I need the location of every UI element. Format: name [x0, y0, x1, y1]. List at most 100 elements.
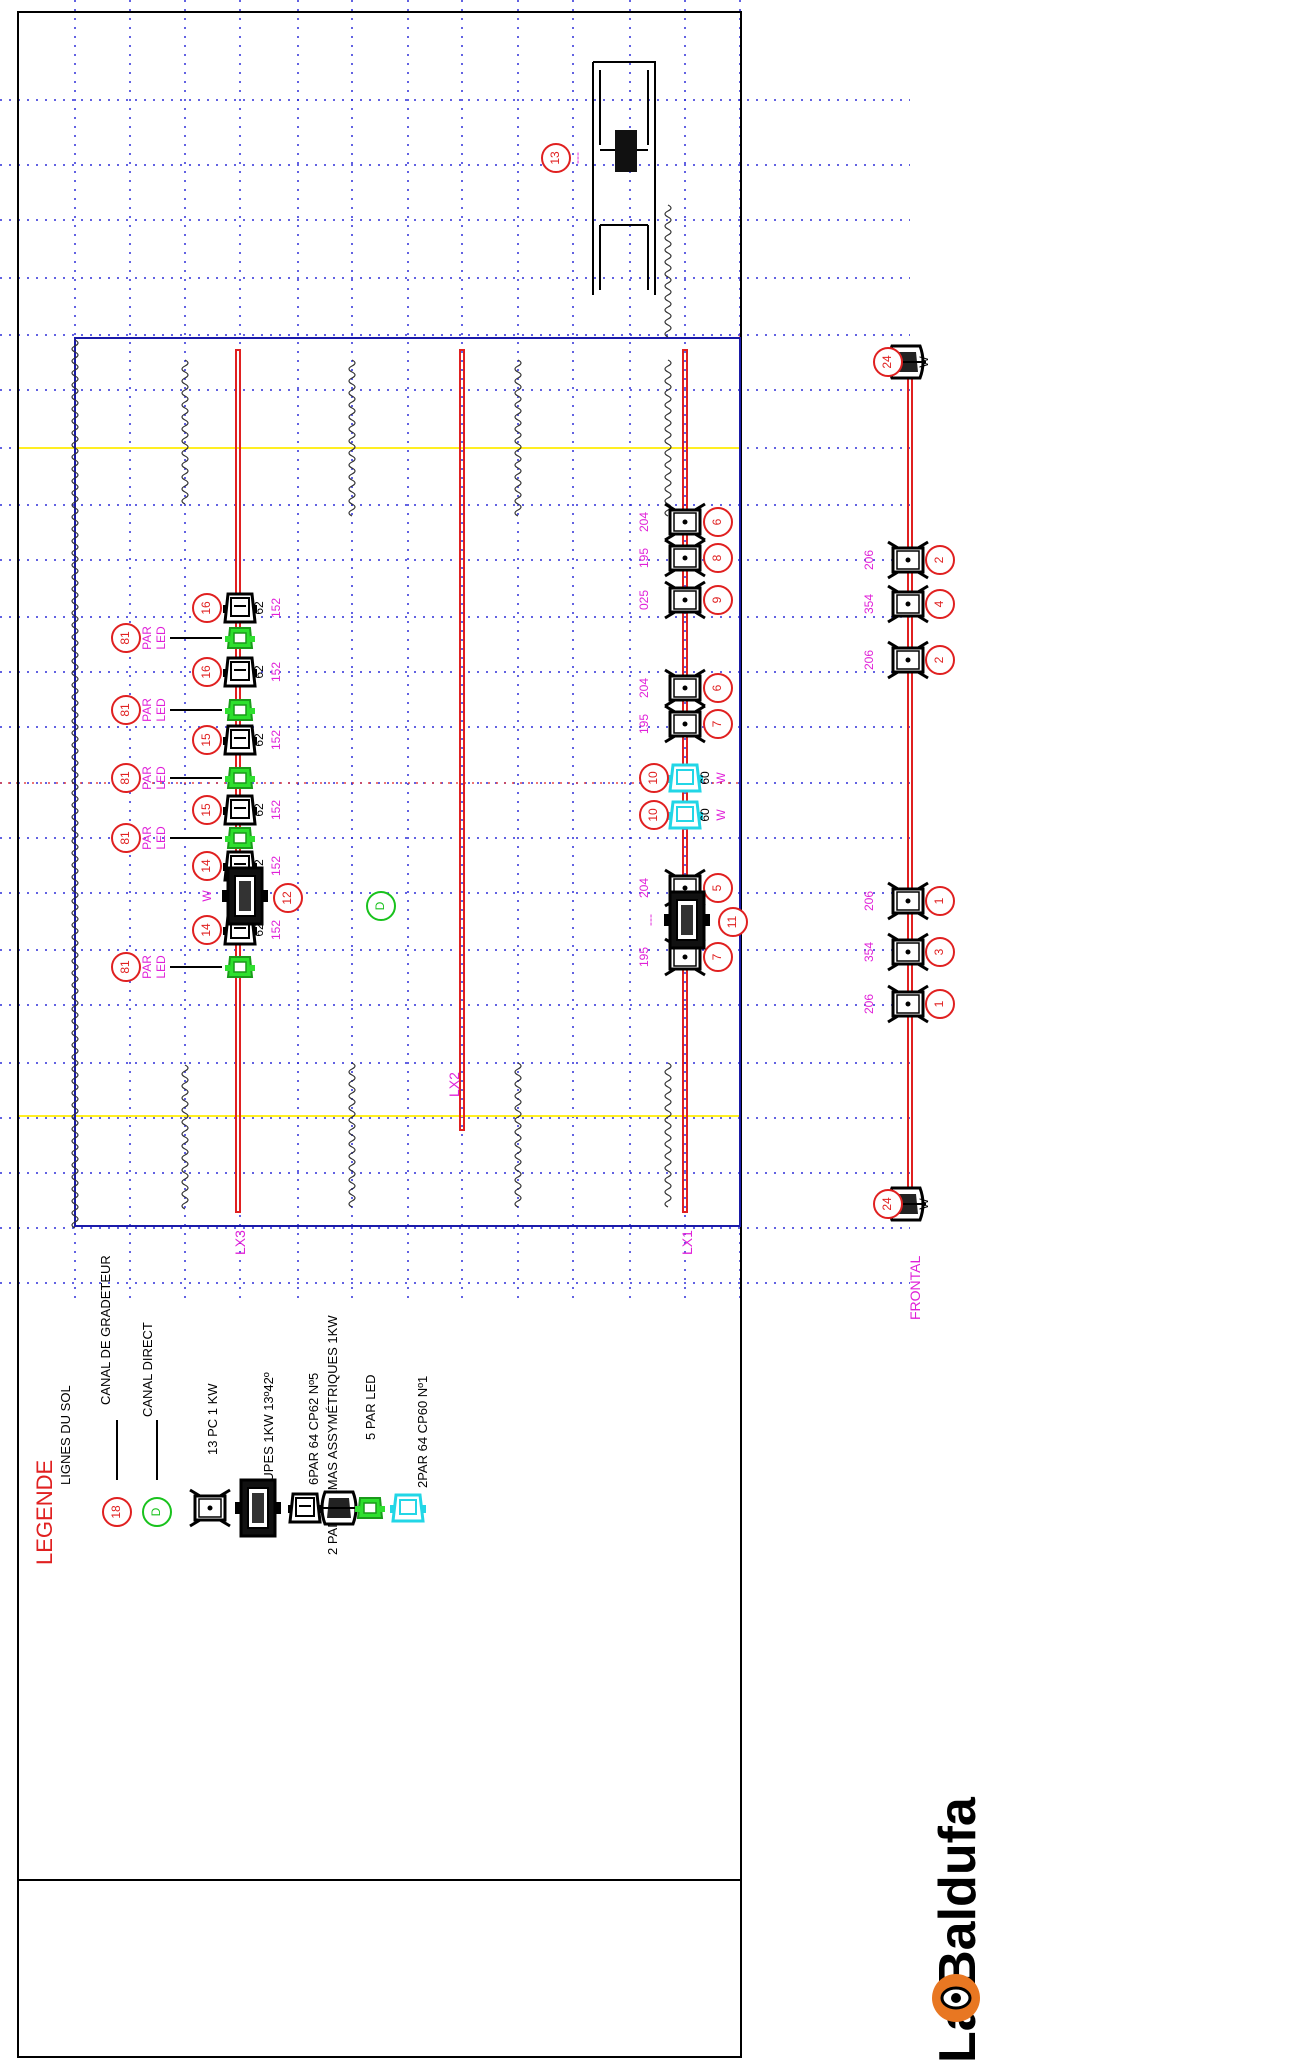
led-channel-number: 81	[118, 631, 132, 645]
pc-channel-number: 5	[710, 884, 724, 891]
par-led-icon	[224, 827, 256, 849]
par-led-icon	[224, 699, 256, 721]
profile-channel-number: 11	[725, 915, 739, 928]
par-lamp: 62	[252, 665, 266, 679]
profile-channel: 11	[718, 907, 748, 937]
cp60-channel: 10	[639, 800, 669, 830]
direct-channel: D	[366, 891, 396, 921]
soft-goods	[71, 339, 79, 1229]
led-label-led: LED	[154, 698, 168, 722]
profile-filter: ---	[643, 914, 657, 926]
frontal-channel-number: 3	[932, 948, 946, 955]
par-filter: 152	[269, 856, 283, 876]
panorama-channel: 12	[273, 883, 303, 913]
par-channel: 16	[192, 657, 222, 687]
frontal-channel: 2	[925, 545, 955, 575]
cp60-w: W	[714, 809, 728, 821]
frontal-filter: 206	[862, 650, 876, 670]
led-channel-number: 81	[118, 831, 132, 845]
frontal-channel: 3	[925, 937, 955, 967]
panorama-channel-number: 24	[880, 1197, 894, 1211]
par-filter: 152	[269, 662, 283, 682]
pc-channel: 7	[703, 709, 733, 739]
pc-channel: 5	[703, 873, 733, 903]
pc-channel-number: 6	[710, 518, 724, 525]
legend-dimmer-symbol-number: 18	[109, 1505, 123, 1519]
pc-channel-number: 6	[710, 684, 724, 691]
pc-filter: 025	[637, 590, 651, 610]
legend-cp60-icon	[388, 1493, 428, 1523]
soft-goods	[348, 359, 356, 517]
pc-fixture: 7 195	[637, 704, 733, 744]
pc-filter: 204	[637, 512, 651, 532]
frontal-channel-number: 4	[932, 600, 946, 607]
cp60-lamp: 60	[698, 808, 712, 822]
led-channel-number: 81	[118, 703, 132, 717]
pc-filter: 204	[637, 678, 651, 698]
soft-goods	[664, 359, 672, 517]
pc-filter: 195	[637, 714, 651, 734]
panorama-w: W	[200, 890, 214, 902]
par-led-icon	[224, 767, 256, 789]
cp60-channel-number: 10	[646, 808, 660, 822]
pc-fixture: 6 204	[637, 502, 733, 542]
pc-icon	[663, 668, 707, 708]
par-lamp: 62	[252, 601, 266, 615]
cp60-channel: 10	[639, 763, 669, 793]
led-label-par: PAR	[140, 626, 154, 650]
led-label-par: PAR	[140, 955, 154, 979]
pc-channel-number: 9	[710, 596, 724, 603]
pc-icon	[663, 580, 707, 620]
pc-fixture: 9 025	[637, 580, 733, 620]
led-label-par: PAR	[140, 766, 154, 790]
legend-direct-channel: CANAL DIRECT	[140, 1322, 155, 1417]
frontal-channel-number: 2	[932, 656, 946, 663]
lx3-panorama-fixture: W 12	[200, 866, 303, 926]
pc-channel: 6	[703, 673, 733, 703]
soft-goods	[181, 359, 189, 505]
legend-title: LEGENDE	[32, 1460, 57, 1565]
pc-icon	[886, 640, 930, 680]
frontal-channel: 1	[925, 989, 955, 1019]
pc-fixture: 6 204	[637, 668, 733, 708]
par-channel: 15	[192, 725, 222, 755]
booth-channel: 13	[541, 143, 571, 173]
frontal-channel-number: 1	[932, 897, 946, 904]
led-channel: 81	[111, 823, 141, 853]
frontal-channel: 2	[925, 645, 955, 675]
led-channel: 81	[111, 763, 141, 793]
cp60-w: W	[714, 772, 728, 784]
soft-goods	[664, 204, 672, 338]
pc-filter: 195	[637, 548, 651, 568]
pc-icon	[886, 932, 930, 972]
par-channel-number: 15	[199, 733, 213, 747]
panorama-icon	[220, 866, 270, 926]
lx3-label: LX3	[232, 1230, 248, 1255]
booth-channel-number: 13	[548, 151, 562, 165]
led-channel: 81	[111, 623, 141, 653]
par-channel: 14	[192, 915, 222, 945]
legend-par-icon	[286, 1492, 324, 1524]
par-channel-number: 15	[199, 803, 213, 817]
panorama-channel-number: 12	[280, 891, 294, 905]
par-channel-number: 16	[199, 601, 213, 615]
par-channel: 14	[192, 851, 222, 881]
frontal-pipe	[907, 349, 913, 1213]
soft-goods	[181, 1064, 189, 1210]
legend-profile-icon	[233, 1478, 283, 1538]
legend-pc-icon	[188, 1488, 232, 1528]
soft-goods	[514, 359, 522, 517]
legend-par-cp62: 6PAR 64 CP62 Nº5	[306, 1373, 321, 1485]
